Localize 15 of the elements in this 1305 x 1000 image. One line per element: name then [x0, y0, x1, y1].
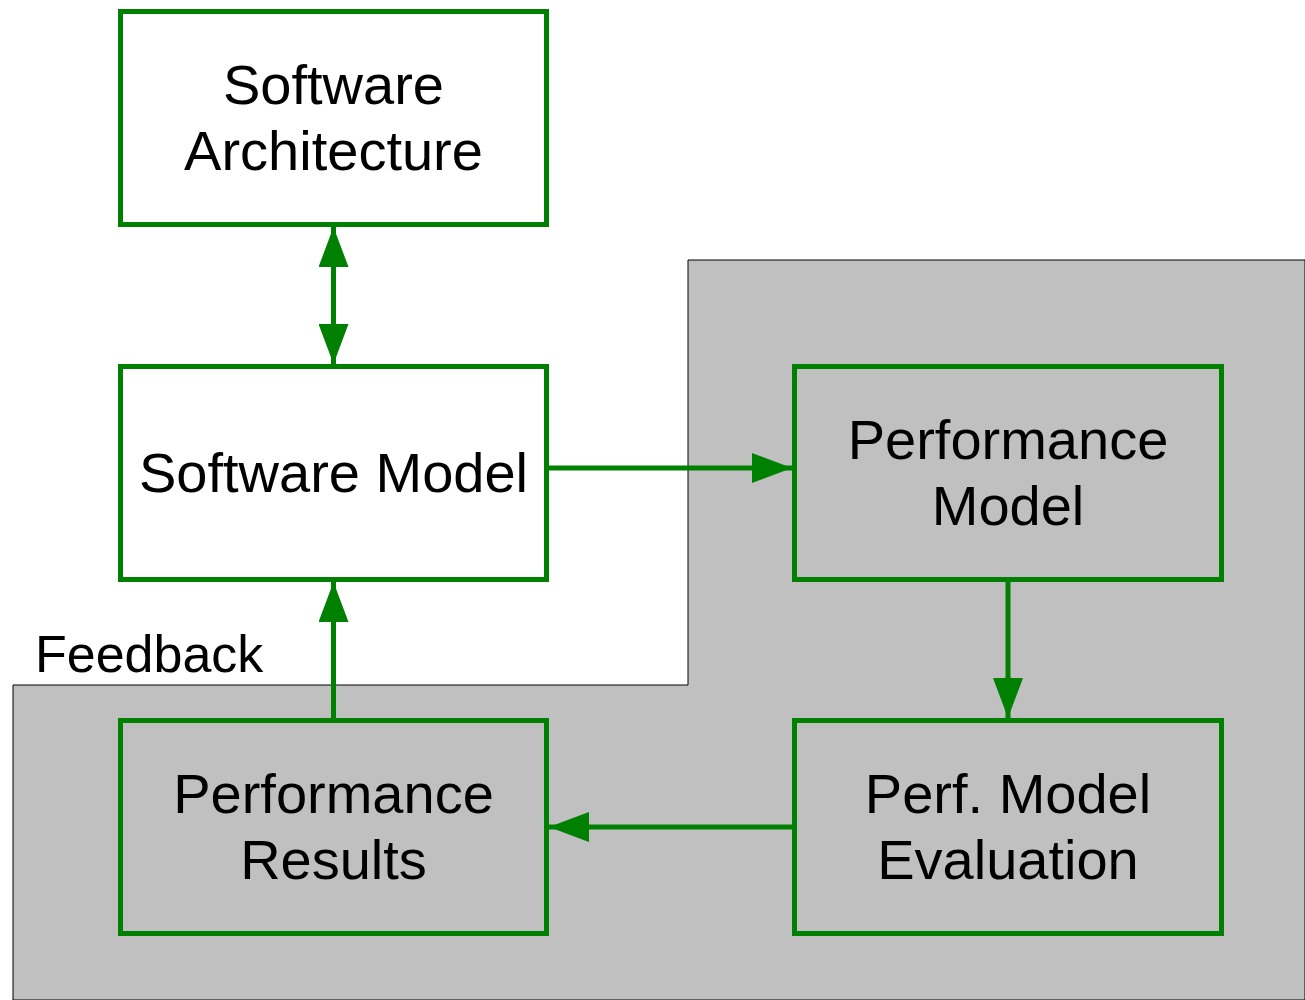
box-label: Software Architecture: [183, 52, 484, 184]
process-box: [792, 718, 1224, 936]
process-box: [118, 364, 549, 582]
box-label: Perf. Model Evaluation: [863, 761, 1153, 893]
arrow: [318, 582, 349, 718]
box-label: Software Model: [138, 440, 529, 506]
box-label: Performance Results: [172, 761, 495, 893]
arrow: [993, 582, 1023, 718]
arrow: [549, 453, 792, 483]
arrow: [318, 227, 349, 364]
process-box: [792, 364, 1224, 582]
arrow: [549, 812, 792, 842]
process-box: [118, 718, 549, 936]
process-box: [118, 9, 549, 227]
box-label: Performance Model: [846, 407, 1170, 539]
